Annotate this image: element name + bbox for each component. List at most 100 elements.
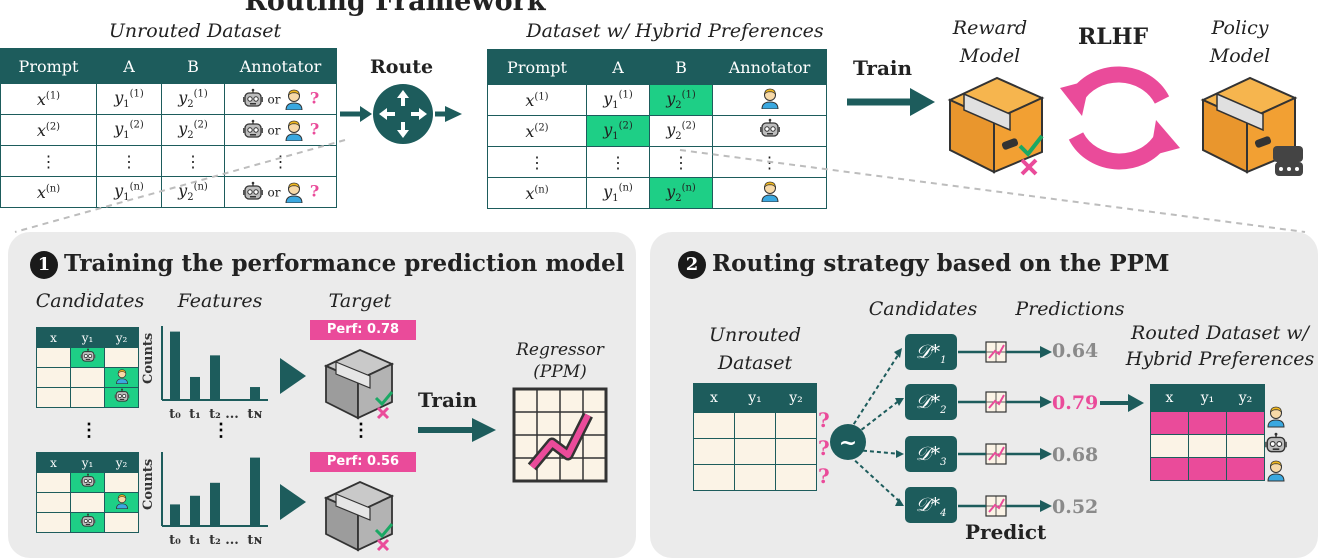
histogram-bar bbox=[250, 387, 260, 400]
panel1-features-label: Features bbox=[177, 290, 263, 312]
header-annotator: Annotator bbox=[224, 48, 337, 84]
tick-label: tɴ bbox=[247, 533, 262, 548]
candidate-d2: 𝒟*2 bbox=[905, 384, 957, 420]
tick-label: t₀ bbox=[169, 407, 181, 422]
tick-label: t₂ bbox=[209, 533, 221, 548]
axis-label-counts: Counts bbox=[141, 333, 156, 384]
table-row-ellipsis: ⋮⋮⋮⋮ bbox=[0, 145, 337, 177]
panel1-candidates-label: Candidates bbox=[35, 290, 145, 312]
candidate-d4: 𝒟*4 bbox=[905, 487, 957, 523]
human-icon bbox=[285, 89, 303, 111]
question-mark: ? bbox=[304, 119, 320, 139]
robot-icon bbox=[242, 181, 263, 200]
mini-chart-icon bbox=[985, 391, 1007, 413]
step-number-badge: 1 bbox=[30, 251, 58, 279]
ellipsis: ⋮ bbox=[212, 420, 230, 441]
perf-badge-1: Perf: 0.78 bbox=[310, 320, 416, 340]
tick-label: ... bbox=[225, 533, 239, 548]
table-row: x(1) y1(1) y2(1) or ? bbox=[0, 83, 337, 115]
robot-icon bbox=[242, 119, 263, 138]
panel1-train-arrow bbox=[418, 418, 496, 442]
histogram-bar bbox=[170, 504, 180, 526]
table-row: x(2) y1(2) y2(2) bbox=[487, 115, 827, 147]
unrouted-table: Prompt A B Annotator x(1) y1(1) y2(1) or… bbox=[0, 48, 337, 208]
routed-arrow bbox=[1100, 394, 1144, 412]
connector-lines bbox=[14, 139, 1306, 233]
panel2-unrouted-label: Unrouted bbox=[708, 324, 802, 346]
tick-label: t₁ bbox=[189, 533, 201, 548]
prediction-value: 0.64 bbox=[1052, 340, 1099, 362]
mini-chart-icon bbox=[985, 443, 1007, 465]
header-b: B bbox=[161, 48, 225, 84]
histogram-bar bbox=[190, 495, 200, 526]
header-annotator: Annotator bbox=[712, 49, 827, 85]
sampler-symbol: ~ bbox=[839, 430, 857, 456]
train-label: Train bbox=[853, 56, 913, 80]
arrow-icon bbox=[280, 484, 306, 520]
routed-title-line2: Hybrid Preferences bbox=[1125, 348, 1315, 370]
tick-label: t₁ bbox=[189, 407, 201, 422]
routed-title-line1: Routed Dataset w/ bbox=[1131, 322, 1309, 344]
candidate-d3: 𝒟*3 bbox=[905, 436, 957, 472]
prediction-value: 0.52 bbox=[1052, 496, 1099, 518]
human-annotator-icon bbox=[1267, 460, 1285, 482]
rlhf-cycle-icon bbox=[1060, 66, 1180, 170]
question-mark: ? bbox=[304, 88, 320, 108]
figure-title: Routing Framework bbox=[244, 0, 546, 17]
prediction-arrows bbox=[958, 341, 1052, 517]
table-row: x(n) y1(n) y2(n) bbox=[487, 177, 827, 209]
arrow-icon bbox=[280, 358, 306, 394]
model-box-gray-icon bbox=[323, 349, 395, 420]
histogram-bar bbox=[190, 376, 200, 400]
tick-label: tɴ bbox=[247, 407, 262, 422]
panel1-train-label: Train bbox=[418, 388, 478, 412]
table-row: x(2) y1(2) y2(2) or ? bbox=[0, 114, 337, 146]
or-text: or bbox=[263, 92, 285, 107]
policy-model-box-icon bbox=[1200, 76, 1303, 176]
step-number-badge: 2 bbox=[678, 251, 706, 279]
human-annotator-icon bbox=[712, 84, 827, 116]
human-icon bbox=[285, 182, 303, 204]
or-text: or bbox=[263, 123, 285, 138]
question-mark: ? bbox=[818, 408, 830, 432]
histogram-bar bbox=[210, 482, 220, 526]
tick-label: t₂ bbox=[209, 407, 221, 422]
route-icon bbox=[340, 84, 462, 144]
panel2-predictions-label: Predictions bbox=[1015, 298, 1125, 320]
route-label: Route bbox=[370, 56, 434, 78]
prediction-value-best: 0.79 bbox=[1052, 392, 1099, 414]
perf-badge-2: Perf: 0.56 bbox=[310, 452, 416, 472]
human-annotator-icon bbox=[1267, 406, 1285, 428]
table-row: x(1) y1(1) y2(1) bbox=[487, 84, 827, 116]
header-b: B bbox=[649, 49, 713, 85]
ellipsis: ⋮ bbox=[80, 420, 98, 441]
ellipsis: ⋮ bbox=[352, 420, 370, 441]
panel2-dataset-label: Dataset bbox=[717, 352, 793, 374]
human-annotator-icon bbox=[712, 177, 827, 209]
histogram-bar bbox=[210, 355, 220, 400]
prediction-value: 0.68 bbox=[1052, 444, 1099, 466]
reward-model-box-icon bbox=[947, 76, 1045, 176]
sampling-arrows: ~ bbox=[830, 348, 904, 506]
header-prompt: Prompt bbox=[0, 48, 97, 84]
unrouted-caption: Unrouted Dataset bbox=[108, 20, 282, 42]
question-mark: ? bbox=[818, 436, 830, 460]
train-arrow bbox=[847, 88, 935, 116]
histogram-bar bbox=[170, 331, 180, 400]
reward-model-label: Reward Model bbox=[952, 17, 1028, 67]
rlhf-label: RLHF bbox=[1078, 24, 1149, 50]
or-text: or bbox=[263, 185, 285, 200]
histogram-bar bbox=[250, 457, 260, 526]
tick-label: t₀ bbox=[169, 533, 181, 548]
question-mark: ? bbox=[818, 464, 830, 488]
robot-icon bbox=[242, 88, 263, 107]
human-icon bbox=[285, 120, 303, 142]
